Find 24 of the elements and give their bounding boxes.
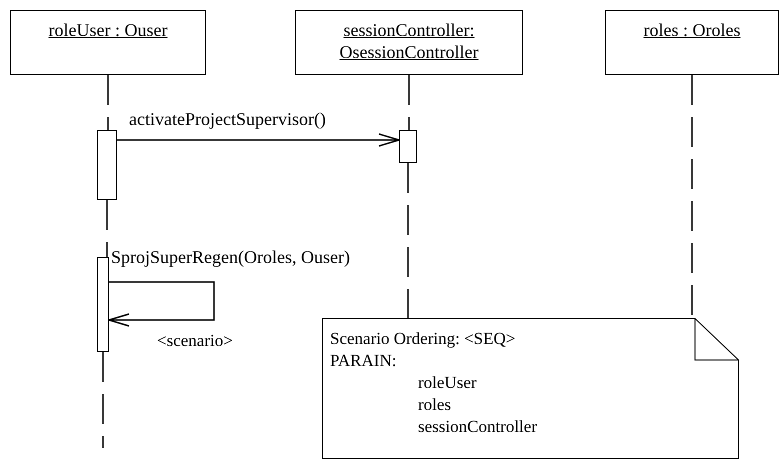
lifeline [691,75,693,318]
lifeline [102,352,104,448]
object-name: roleUser : Ouser [48,19,168,41]
lifeline [107,75,109,130]
lifeline [407,163,409,318]
message-arrow [117,133,400,147]
object-name: sessionController: OsessionController [338,19,480,63]
lifeline [408,75,410,130]
lifeline [106,200,108,257]
object-box [10,10,206,75]
note-text: roles [417,394,452,416]
object-box [605,10,779,75]
object-box [295,10,523,75]
object-name: roles : Oroles [644,19,740,41]
activation-bar [97,257,109,352]
message-arrow [108,281,215,327]
note [322,318,739,459]
note-text: roleUser [417,372,478,394]
guard-label: <scenario> [157,330,233,352]
note-text: sessionController [417,416,537,438]
activation-bar [97,130,117,200]
activation-bar [399,130,417,163]
note-text: PARAIN: [330,350,398,372]
note-text: Scenario Ordering: <SEQ> [330,328,516,350]
